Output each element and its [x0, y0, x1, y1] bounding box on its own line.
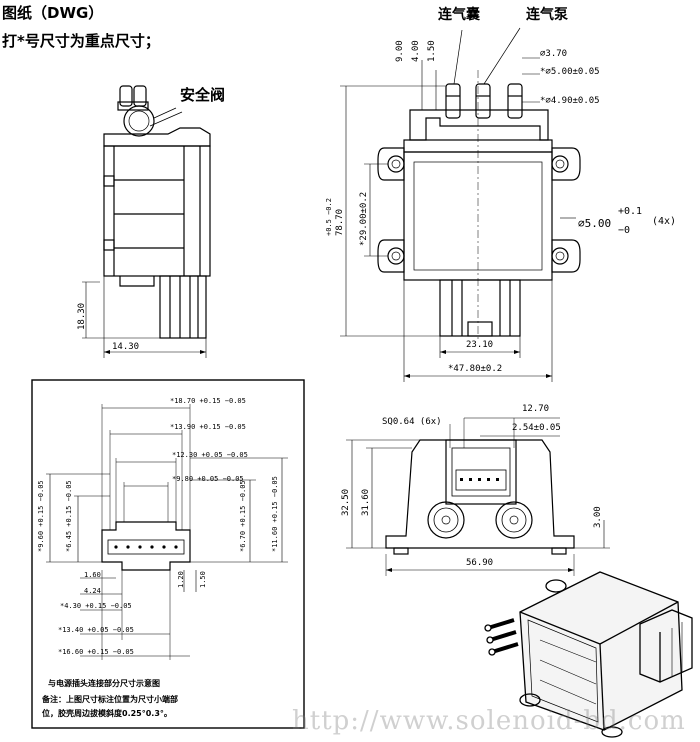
connector-detail-drawing	[31, 379, 305, 729]
dim-hole-dia: ⌀5.00	[578, 217, 612, 230]
key-dimension-note: 打*号尺寸为重点尺寸；	[2, 32, 160, 50]
dim-conn-left-2: *6.45 +0.15 −0.05	[65, 480, 73, 552]
dim-dia-490: *⌀4.90±0.05	[540, 96, 600, 106]
air-bag-label: 连气囊	[438, 7, 480, 23]
air-pump-label: 连气泵	[526, 7, 568, 23]
dim-conn-top-1: *18.70 +0.15 −0.05	[170, 397, 246, 405]
dim-top-height-2: 31.60	[361, 488, 371, 516]
safety-valve-label: 安全阀	[180, 86, 226, 104]
dim-hole-count: (4x)	[652, 216, 677, 227]
dim-top-right: 3.00	[593, 506, 603, 528]
front-view-drawing	[82, 85, 211, 358]
dim-total-height-tol: +0.5 −0.2	[325, 198, 333, 236]
connector-remark-1: 备注：上图尺寸标注位置为尺寸小端部	[42, 695, 178, 704]
dim-total-width: *47.80±0.2	[448, 364, 503, 374]
dim-conn-small-3: 1.20	[177, 571, 185, 588]
dim-hole-pitch: *29.00±0.2	[359, 191, 369, 246]
dim-conn-small-2: 4.24	[84, 587, 101, 595]
dim-hole-tol-bot: −0	[618, 225, 631, 236]
dim-pin-size: SQ0.64 (6x)	[382, 417, 442, 427]
dim-conn-top-4: *9.80 +0.05 −0.05	[172, 475, 244, 483]
isometric-view-drawing	[484, 571, 693, 738]
dim-top-width: 56.90	[466, 558, 494, 568]
dim-conn-top-3: *12.30 +0.05 −0.05	[172, 451, 248, 459]
dim-hole-tol-top: +0.1	[618, 206, 643, 217]
dim-conn-small-4: 1.50	[199, 571, 207, 588]
dim-1-5: 1.50	[427, 40, 437, 62]
dim-12-70: 12.70	[522, 404, 550, 414]
dim-4: 4.00	[411, 40, 421, 62]
dim-9: 9.00	[395, 40, 405, 62]
dim-conn-top-2: *13.90 +0.15 −0.05	[170, 423, 246, 431]
dim-top-height-1: 32.50	[341, 488, 351, 516]
dim-pin-pitch: 2.54±0.05	[512, 423, 561, 433]
dim-connector-width: 23.10	[466, 340, 494, 350]
dim-front-height: 18.30	[77, 302, 87, 330]
dim-dia-500: *⌀5.00±0.05	[540, 67, 600, 77]
dim-conn-small-1: 1.60	[84, 571, 101, 579]
dim-conn-bottom-3: *16.60 +0.15 −0.05	[58, 648, 134, 656]
dim-conn-left-1: *9.60 +0.15 −0.05	[37, 480, 45, 552]
top-view-drawing	[346, 417, 610, 576]
connector-caption: 与电源插头连接部分尺寸示意图	[48, 679, 160, 688]
connector-remark-2: 位，胶壳周边拔模斜度0.25°0.3°。	[42, 709, 172, 718]
dim-conn-bottom-2: *13.40 +0.05 −0.05	[58, 626, 134, 634]
dim-total-height: 78.70	[335, 208, 345, 236]
dim-dia-370: ⌀3.70	[540, 49, 568, 59]
watermark-url: http://www.solenoid-bd.com	[292, 706, 686, 736]
dim-conn-right-2: *11.60 +0.15 −0.05	[271, 476, 279, 552]
dim-conn-bottom-1: *4.30 +0.15 −0.05	[60, 602, 132, 610]
dim-conn-right-1: *6.70 +0.15 −0.05	[239, 480, 247, 552]
side-view-drawing	[340, 27, 581, 382]
dim-front-width: 14.30	[112, 342, 140, 352]
drawing-title: 图纸（DWG）	[2, 4, 104, 22]
